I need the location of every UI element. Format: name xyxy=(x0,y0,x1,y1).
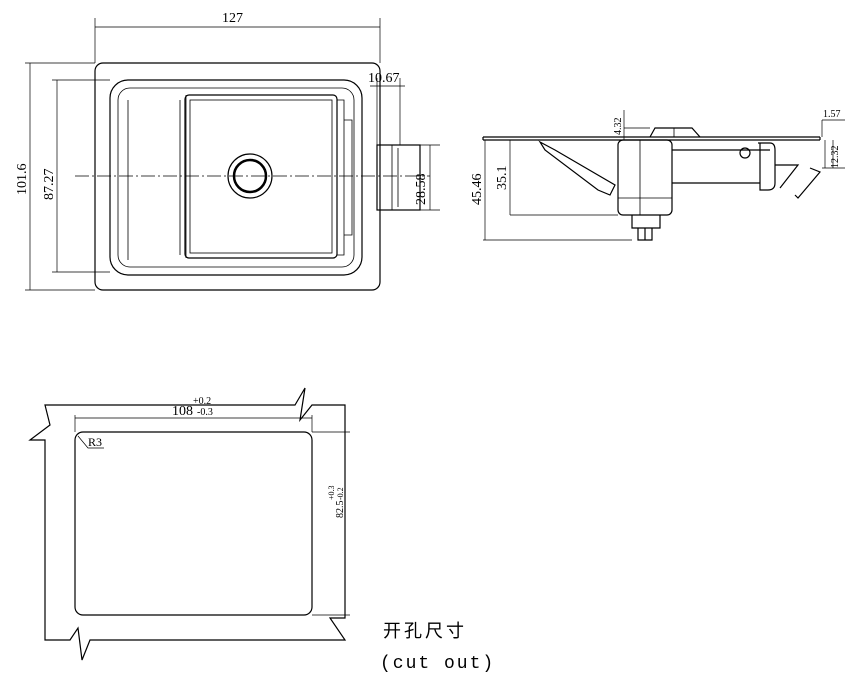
handle-plate-inner xyxy=(189,99,333,254)
dim-cutout-width-tol-minus: -0.3 xyxy=(197,407,213,418)
dim-depth-lines xyxy=(483,140,632,241)
dim-height: 101.6 xyxy=(15,164,30,196)
cutout-panel-outline xyxy=(28,387,347,661)
dim-plate-thickness: 1.57 xyxy=(823,109,841,120)
dim-height-line xyxy=(25,62,95,291)
handle-edges xyxy=(127,95,187,260)
dim-inner-height: 87.27 xyxy=(42,169,57,201)
dim-knob-height: 4.32 xyxy=(613,118,624,136)
dim-knob-line xyxy=(623,110,650,140)
rivet xyxy=(739,147,751,159)
recess-outline xyxy=(109,79,363,276)
dim-cutout-width-tol-plus: +0.2 xyxy=(193,396,211,407)
cutout-hole xyxy=(74,431,313,616)
handle-plate xyxy=(184,94,338,259)
dim-cutout-width: 108 xyxy=(172,404,193,419)
dim-cutout-height: 82.5 xyxy=(335,501,346,519)
dim-tab-offset: 10.67 xyxy=(368,71,400,86)
latch-tab xyxy=(376,144,421,211)
dim-width-line xyxy=(94,18,381,63)
dim-cutout-height-line xyxy=(312,431,350,616)
cutout-view: 108 +0.2 -0.3 82.5 +0.3 -0.2 R3 开孔尺寸 (cu… xyxy=(28,387,495,674)
lock-stem xyxy=(631,215,661,241)
radius-leader xyxy=(77,435,104,449)
lock-body xyxy=(617,139,673,216)
dim-cutout-height-tol-minus: -0.2 xyxy=(336,487,345,500)
handle-arm xyxy=(538,140,616,196)
radius-label: R3 xyxy=(88,435,102,449)
front-view: 127 101.6 87.27 28.58 10.67 xyxy=(15,11,440,291)
recess-inner xyxy=(117,87,355,268)
latch-housing xyxy=(672,142,776,191)
dim-latch-lines xyxy=(821,119,845,169)
lock-cylinder-outer xyxy=(227,153,273,199)
cutout-label-cn: 开孔尺寸 xyxy=(383,621,467,642)
handle-side xyxy=(337,99,353,256)
latch-bolt xyxy=(775,164,821,199)
knob xyxy=(649,127,701,138)
latch-tab-lines xyxy=(391,145,399,210)
outer-flange xyxy=(94,62,381,291)
dim-cutout-height-tol-plus: +0.3 xyxy=(327,485,336,500)
dim-tab-height: 28.58 xyxy=(414,174,429,206)
dim-width: 127 xyxy=(222,11,243,26)
dim-inner-height-line xyxy=(52,79,110,273)
cutout-label-en: (cut out) xyxy=(380,654,495,674)
dim-body-depth: 35.1 xyxy=(495,166,510,191)
dim-latch-height: 12.32 xyxy=(830,146,841,169)
side-view: 45.46 35.1 4.32 1.57 12.32 xyxy=(470,109,845,241)
dim-cutout-width-line xyxy=(74,415,313,432)
dim-total-depth: 45.46 xyxy=(470,174,485,206)
dim-tab-offset-line xyxy=(370,78,405,145)
dim-tab-height-line xyxy=(420,144,440,211)
